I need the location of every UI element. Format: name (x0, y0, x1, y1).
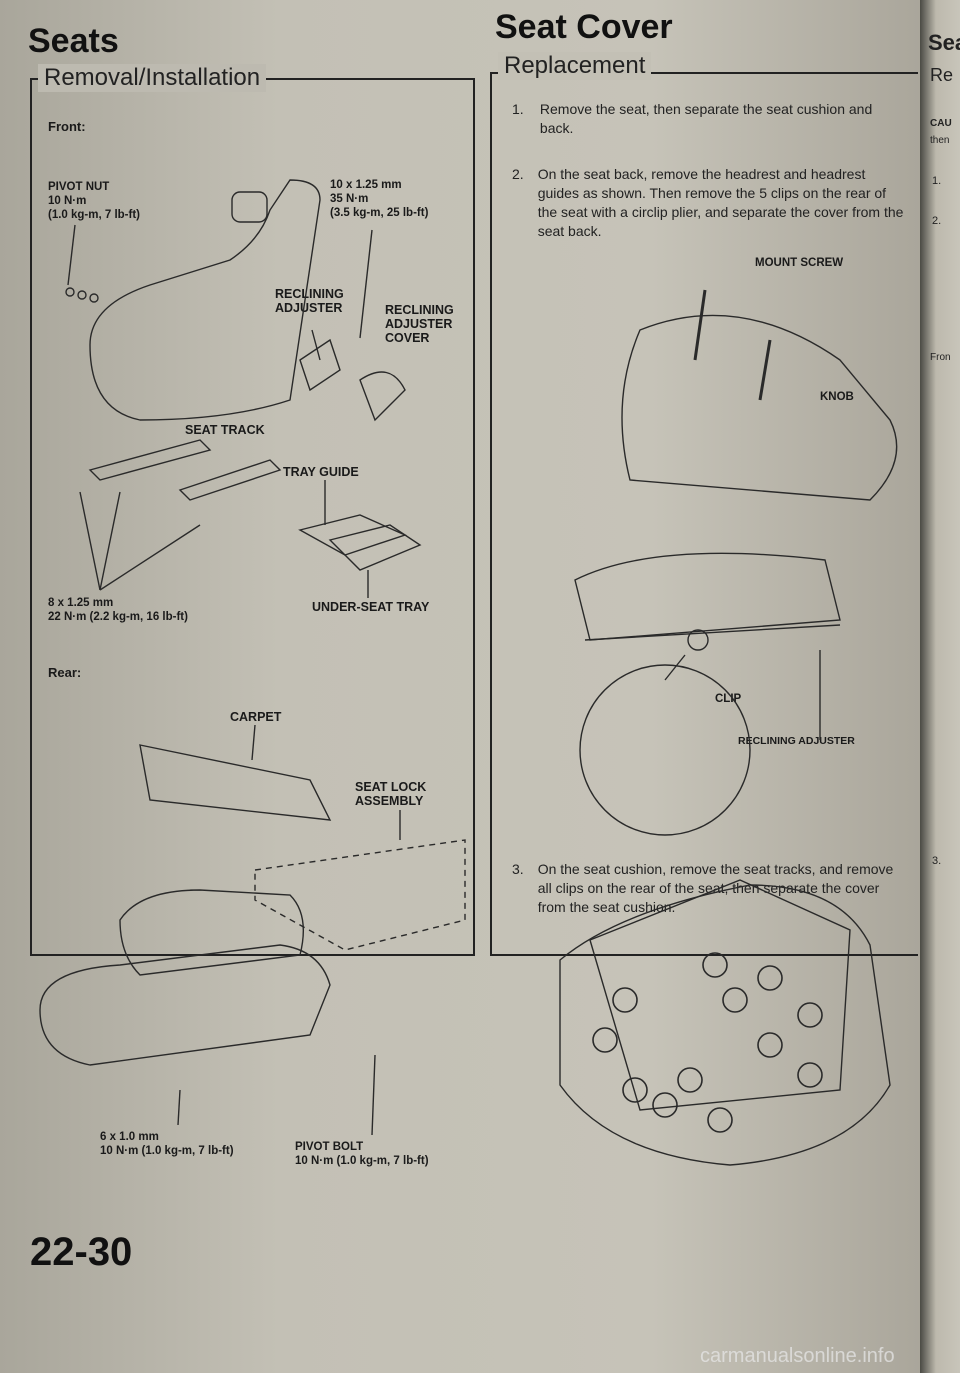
callout-bolt-8: 8 x 1.25 mm 22 N·m (2.2 kg-m, 16 lb-ft) (48, 597, 188, 623)
callout-mount-screw: MOUNT SCREW (755, 257, 844, 269)
callout-bolt-6: 6 x 1.0 mm 10 N·m (1.0 kg-m, 7 lb-ft) (100, 1131, 234, 1157)
exploded-diagrams (39, 179, 898, 1166)
step-number: 2. (512, 166, 524, 182)
next-page-title: Sea (928, 30, 960, 55)
right-title: Seat Cover (495, 8, 673, 46)
callout-reclining-cover: RECLINING ADJUSTER COVER (385, 303, 454, 345)
right-panel (490, 72, 918, 956)
seat-back-cover-drawing (574, 289, 898, 836)
right-subtitle: Replacement (498, 52, 652, 80)
callout-tray-guide: TRAY GUIDE (283, 465, 359, 479)
callout-pivot-nut: PIVOT NUT 10 N·m (1.0 kg-m, 7 lb-ft) (48, 181, 141, 221)
manual-page: Seats Removal/Installation Front: PIVOT … (0, 0, 930, 1373)
rear-label: Rear: (48, 665, 82, 680)
front-seat-drawing (65, 179, 422, 598)
left-subtitle: Removal/Installation (38, 64, 267, 92)
step-2: 2. On the seat back, remove the headrest … (512, 165, 907, 241)
callout-bolt-10: 10 x 1.25 mm 35 N·m (3.5 kg-m, 25 lb-ft) (330, 179, 429, 219)
callout-under-seat-tray: UNDER-SEAT TRAY (312, 600, 430, 614)
callout-pivot-bolt: PIVOT BOLT 10 N·m (1.0 kg-m, 7 lb-ft) (295, 1141, 429, 1167)
next-page-step-2: 2. (932, 215, 942, 227)
next-page-caution: CAU (930, 118, 952, 129)
seat-cushion-cover-drawing (559, 879, 891, 1166)
step-number: 1. (512, 101, 524, 117)
watermark: carmanualsonline.info (700, 1345, 895, 1367)
callout-reclining-adjuster: RECLINING ADJUSTER (275, 287, 344, 315)
next-page-then: then (930, 135, 950, 146)
callout-seat-track: SEAT TRACK (185, 423, 265, 437)
front-label: Front: (48, 119, 86, 134)
callout-seat-lock: SEAT LOCK ASSEMBLY (355, 780, 427, 808)
callout-reclining-adjuster-2: RECLINING ADJUSTER (738, 735, 855, 747)
next-page-edge: Sea Re CAU then 1. 2. Fron 3. (920, 0, 960, 1373)
section-title: Seats (28, 22, 119, 60)
next-page-front: Fron (930, 352, 951, 363)
next-page-subtitle: Re (930, 65, 954, 85)
rear-seat-drawing (39, 724, 466, 1136)
next-page-step-3: 3. (932, 855, 942, 867)
step-text: On the seat cushion, remove the seat tra… (537, 861, 894, 915)
callout-carpet: CARPET (230, 710, 282, 724)
step-text: Remove the seat, then separate the seat … (539, 101, 873, 136)
step-text: On the seat back, remove the headrest an… (537, 166, 904, 239)
next-page-step-1: 1. (932, 175, 942, 187)
page-number: 22-30 (30, 1230, 133, 1274)
callout-knob: KNOB (820, 391, 854, 403)
step-number: 3. (512, 861, 524, 877)
step-3: 3. On the seat cushion, remove the seat t… (512, 860, 907, 917)
step-1: 1. Remove the seat, then separate the sea… (512, 100, 907, 138)
